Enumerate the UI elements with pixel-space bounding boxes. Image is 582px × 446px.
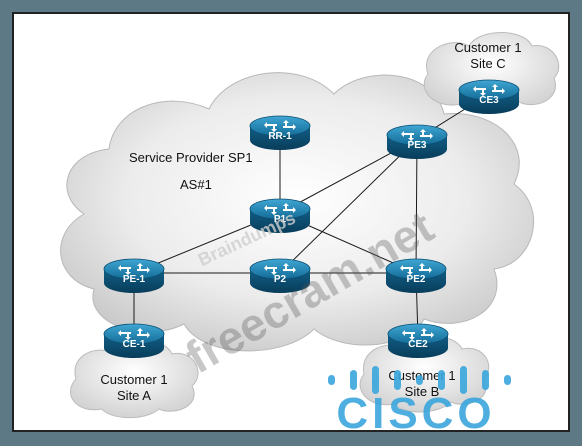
router-p1: P1 (249, 198, 311, 233)
cisco-bar (482, 370, 489, 390)
router-ce1: CE-1 (103, 323, 165, 358)
cisco-bar (416, 375, 423, 385)
cisco-bar (372, 366, 379, 394)
site-c-label-line1: Customer 1 (454, 40, 521, 55)
router-pe2: PE2 (385, 258, 447, 293)
router-p2: P2 (249, 258, 311, 293)
site-a-label-line2: Site A (117, 388, 151, 403)
router-pe1-top (103, 258, 165, 280)
router-pe3-label: PE3 (408, 140, 427, 151)
cisco-logo: CISCO (328, 366, 511, 430)
cisco-logo-text: CISCO (336, 389, 495, 430)
router-pe1: PE-1 (103, 258, 165, 293)
router-rr1-top (249, 115, 311, 137)
router-p2-top (249, 258, 311, 280)
router-p1-label: P1 (274, 214, 287, 225)
sp-name-label: Service Provider SP1 (129, 150, 253, 165)
site-c-label-line2: Site C (470, 56, 505, 71)
router-ce3-top (458, 79, 520, 101)
cisco-bar (460, 366, 467, 394)
site-b-label-line2: Site B (405, 384, 440, 399)
router-ce2-top (387, 323, 449, 345)
link-pe3-pe2 (415, 138, 418, 274)
router-pe1-label: PE-1 (123, 274, 146, 285)
site-a-label-line1: Customer 1 (100, 372, 167, 387)
router-rr1: RR-1 (249, 115, 311, 150)
router-ce3: CE3 (458, 79, 520, 114)
cisco-bar (328, 375, 335, 385)
cisco-bars-icon (328, 366, 511, 394)
as-number-label: AS#1 (180, 177, 212, 192)
router-rr1-label: RR-1 (268, 131, 292, 142)
router-pe2-label: PE2 (407, 274, 426, 285)
router-ce2-label: CE2 (408, 339, 428, 350)
link-p2-pe3 (279, 138, 418, 274)
cisco-bar (394, 370, 401, 390)
router-pe3-top (386, 124, 448, 146)
router-ce1-top (103, 323, 165, 345)
router-ce3-label: CE3 (479, 95, 499, 106)
cisco-bar (504, 375, 511, 385)
router-ce2: CE2 (387, 323, 449, 358)
router-ce1-label: CE-1 (123, 339, 146, 350)
router-pe2-top (385, 258, 447, 280)
router-p1-top (249, 198, 311, 220)
cisco-bar (350, 370, 357, 390)
router-p2-label: P2 (274, 274, 287, 285)
router-pe3: PE3 (386, 124, 448, 159)
cisco-bar (438, 370, 445, 390)
